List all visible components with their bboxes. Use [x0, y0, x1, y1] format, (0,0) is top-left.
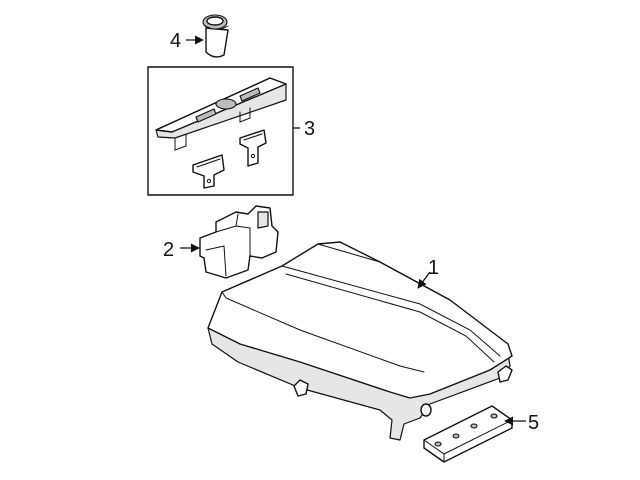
hinge-assembly-icon: [155, 77, 287, 189]
console-lid-icon: [207, 241, 513, 441]
callout-1-leader: [417, 271, 431, 289]
mounting-plate-icon: [423, 405, 513, 463]
cup-holder-insert-icon: [202, 14, 229, 58]
callout-3: 3: [304, 118, 315, 140]
callout-2: 2: [163, 239, 174, 261]
callout-1: 1: [428, 257, 439, 279]
callout-4: 4: [170, 30, 181, 52]
callout-5: 5: [528, 412, 539, 434]
latch-bracket-icon: [199, 205, 279, 279]
